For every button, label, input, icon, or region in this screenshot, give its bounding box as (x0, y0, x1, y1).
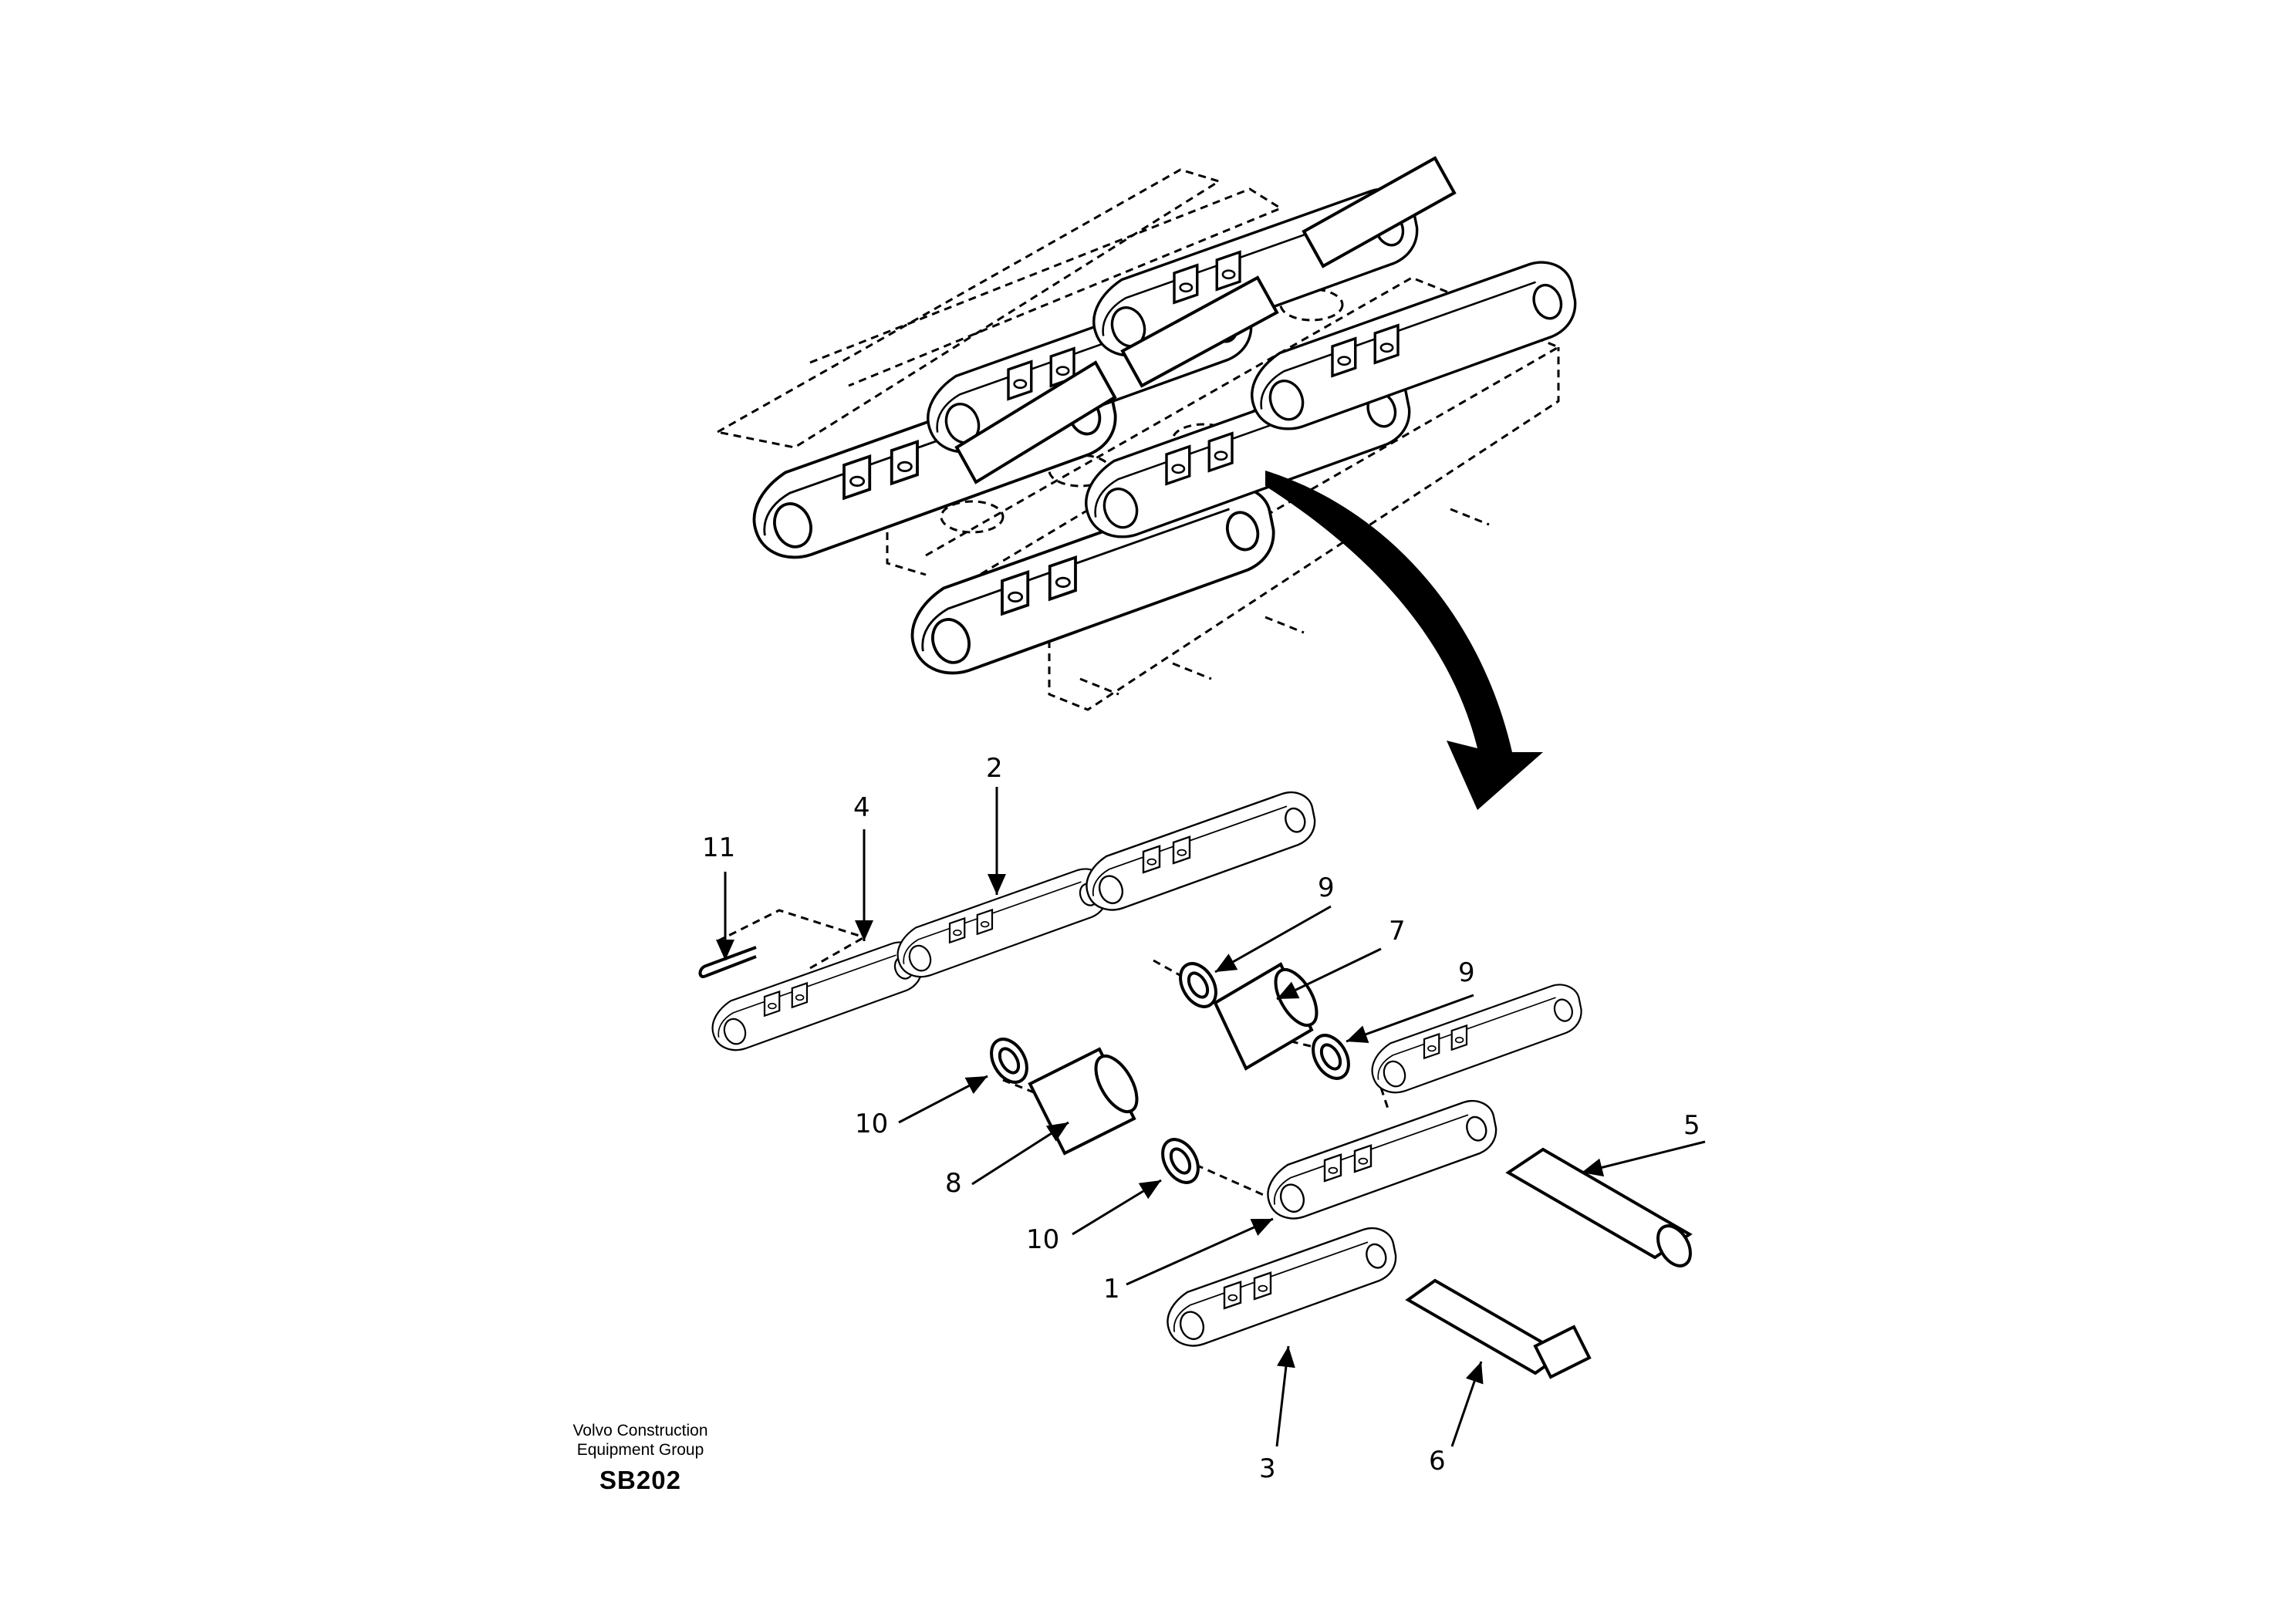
publisher-caption: Volvo Construction Equipment Group SB202 (540, 1421, 741, 1495)
callout-3: 3 (1259, 1453, 1276, 1484)
curved-arrow (1265, 471, 1543, 810)
leader-lines (716, 787, 1706, 1447)
callout-11: 11 (702, 832, 735, 863)
callout-8: 8 (945, 1168, 962, 1199)
cotter-pin (698, 946, 757, 978)
pins (954, 156, 1457, 484)
callout-9-upper: 9 (1318, 872, 1335, 903)
callout-6: 6 (1429, 1446, 1446, 1477)
callout-7: 7 (1389, 916, 1406, 947)
callout-5: 5 (1683, 1110, 1700, 1141)
callout-1: 1 (1103, 1274, 1120, 1304)
callout-4: 4 (853, 792, 870, 823)
publisher-line-2: Equipment Group (576, 1441, 704, 1459)
diagram-code: SB202 (599, 1466, 681, 1494)
callout-2: 2 (986, 753, 1003, 784)
callout-10-lower: 10 (1026, 1224, 1059, 1255)
callout-labels: 1 2 3 4 5 6 7 8 9 9 10 10 11 (702, 753, 1700, 1484)
callout-10-upper: 10 (855, 1109, 888, 1139)
exploded-parts (698, 791, 1693, 1379)
assembled-track-chain (714, 156, 1577, 810)
publisher-line-1: Volvo Construction (572, 1422, 708, 1439)
callout-9-lower: 9 (1458, 957, 1475, 988)
